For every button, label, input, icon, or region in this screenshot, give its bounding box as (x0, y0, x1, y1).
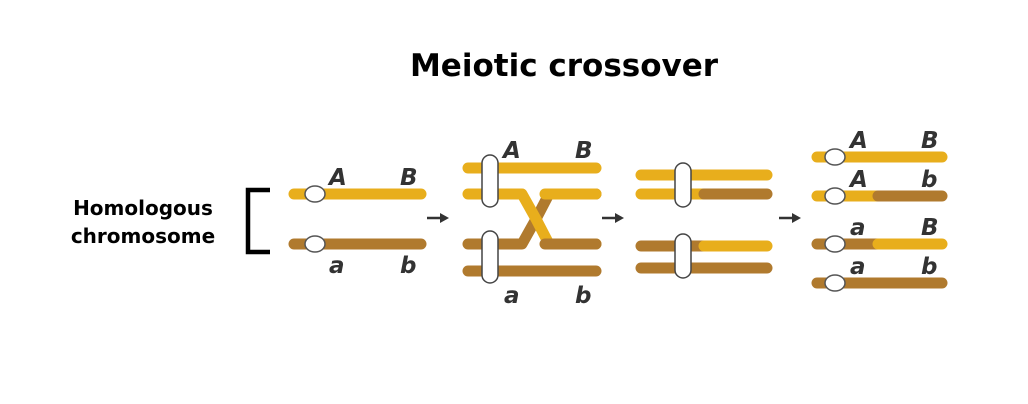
stage-recombinant-chromatids: A B A b a B a b (811, 128, 948, 292)
allele-label-A: A (501, 138, 521, 164)
arrow-icon (779, 213, 801, 223)
homologous-chromosome-label: Homologous chromosome (54, 194, 232, 250)
bracket (245, 187, 270, 255)
centromere (824, 274, 846, 292)
centromere (824, 148, 846, 166)
allele-label-a: a (504, 283, 520, 309)
stage-crossing-over: A B a b (462, 138, 602, 309)
centromere (304, 235, 326, 253)
allele-label-a: a (850, 215, 866, 241)
centromere (824, 235, 846, 253)
centromere (304, 185, 326, 203)
side-label-line2: chromosome (70, 224, 216, 248)
arrow-icon (602, 213, 624, 223)
allele-label-b: b (921, 167, 937, 193)
allele-label-B: B (400, 165, 418, 191)
allele-label-A: A (327, 165, 347, 191)
allele-label-b: b (921, 254, 937, 280)
stage-exchange (635, 162, 773, 279)
allele-label-B: B (921, 128, 939, 154)
allele-label-b: b (575, 283, 591, 309)
side-label-line1: Homologous (73, 196, 213, 220)
figure-title: Meiotic crossover (409, 48, 719, 84)
centromere (481, 230, 499, 284)
centromere (674, 233, 692, 279)
allele-label-a: a (329, 253, 345, 279)
allele-label-A: A (848, 167, 868, 193)
allele-label-A: A (848, 128, 868, 154)
centromere (481, 154, 499, 208)
allele-label-a: a (850, 254, 866, 280)
centromere (674, 162, 692, 208)
allele-label-B: B (921, 215, 939, 241)
arrow-icon (427, 213, 449, 223)
centromere (824, 187, 846, 205)
allele-label-B: B (575, 138, 593, 164)
allele-label-b: b (400, 253, 416, 279)
stage-homologous-pair: A B a b (288, 165, 427, 279)
